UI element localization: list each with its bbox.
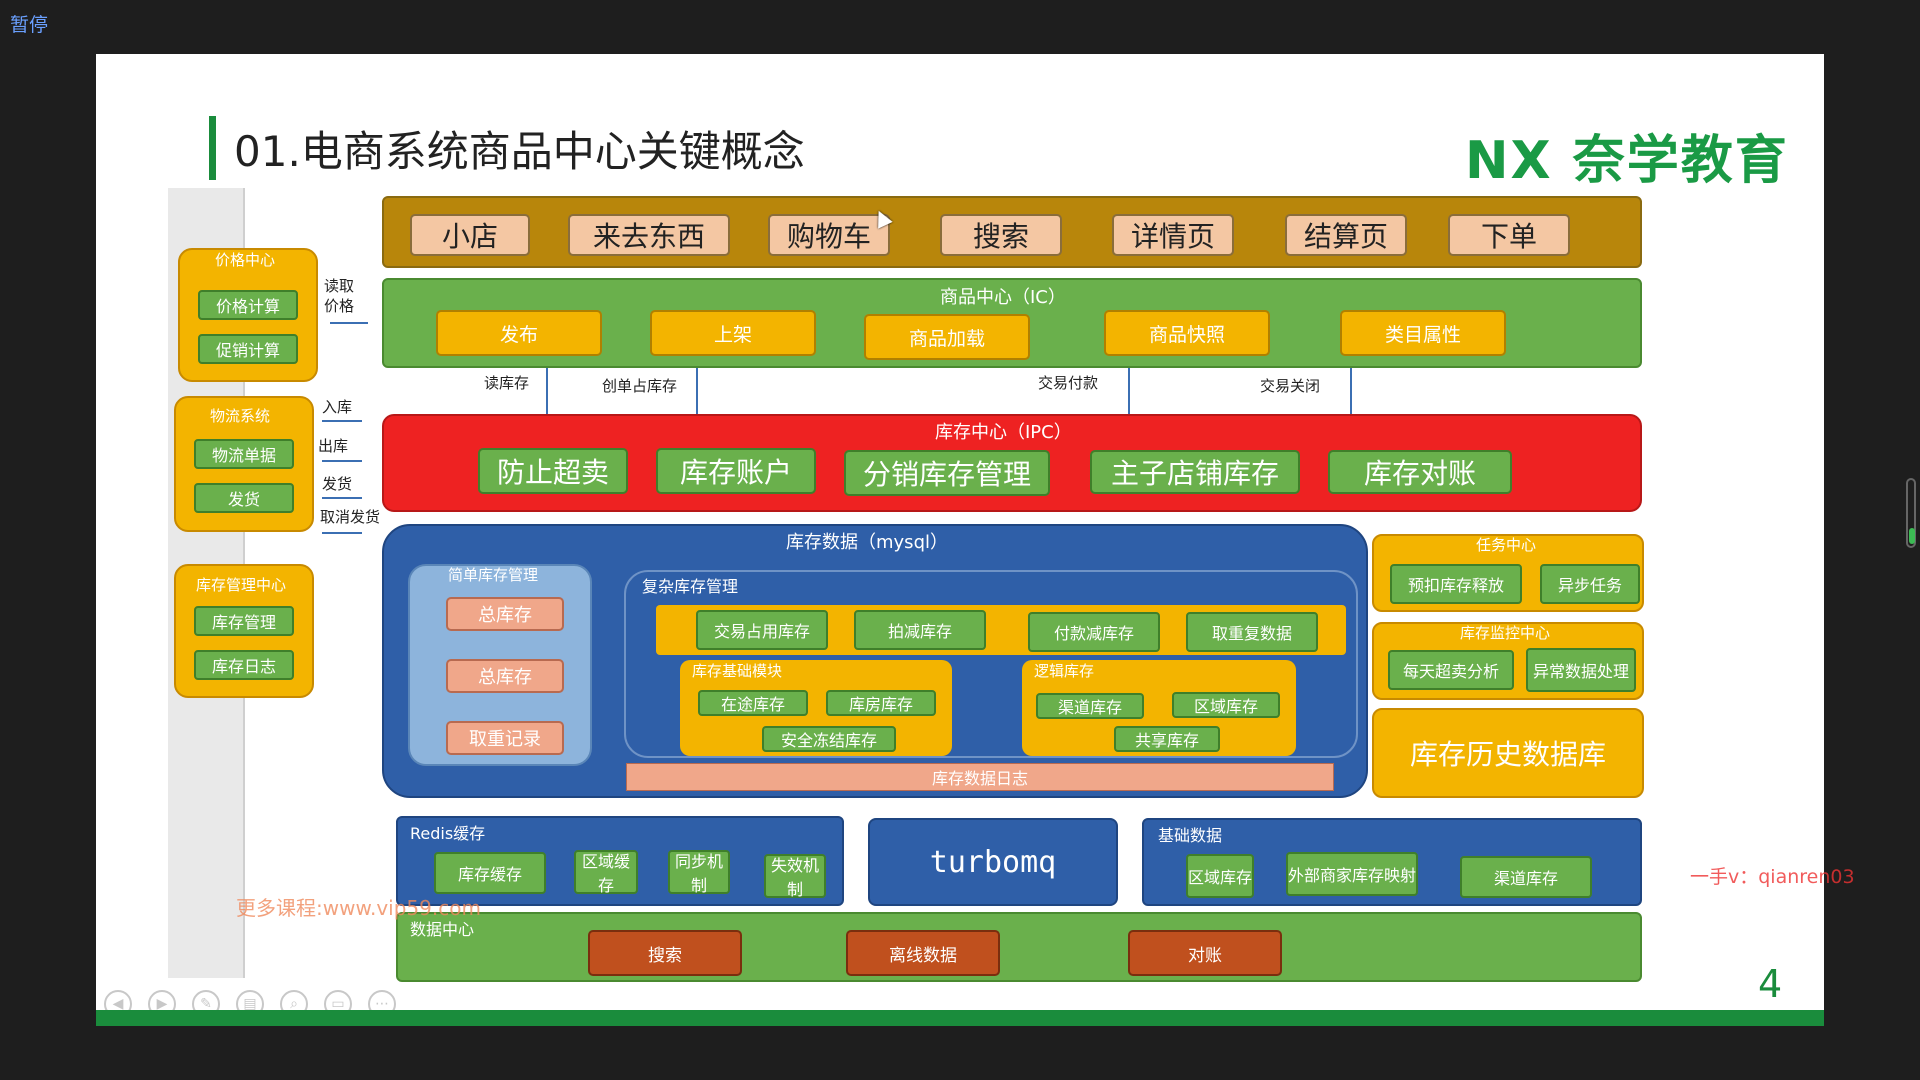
data-center-panel bbox=[396, 912, 1642, 982]
redis-region-cache[interactable]: 区域缓存 bbox=[574, 850, 638, 895]
scroll-thumb[interactable] bbox=[1909, 528, 1915, 544]
ipc-title: 库存中心（IPC） bbox=[935, 422, 1072, 443]
monitor-center-title: 库存监控中心 bbox=[1460, 624, 1551, 642]
stock-log-button[interactable]: 库存日志 bbox=[194, 650, 294, 680]
promo-calc-button[interactable]: 促销计算 bbox=[198, 334, 298, 364]
ipc-item-stores[interactable]: 主子店铺库存 bbox=[1090, 450, 1300, 494]
status-text: 暂停 bbox=[10, 14, 49, 36]
arrow-close bbox=[1350, 368, 1352, 414]
price-center-title: 价格中心 bbox=[215, 251, 276, 269]
region-stock[interactable]: 区域库存 bbox=[1172, 692, 1280, 718]
watermark-right: 一手v：qianren03 bbox=[1690, 866, 1855, 888]
ipc-item-distribution[interactable]: 分销库存管理 bbox=[844, 450, 1050, 496]
async-task-button[interactable]: 异步任务 bbox=[1540, 564, 1640, 604]
ipc-item-reconcile[interactable]: 库存对账 bbox=[1328, 450, 1512, 494]
history-db[interactable]: 库存历史数据库 bbox=[1372, 708, 1644, 798]
price-calc-button[interactable]: 价格计算 bbox=[198, 290, 298, 320]
abnormal-data-button[interactable]: 异常数据处理 bbox=[1526, 648, 1636, 692]
basic-data-title: 基础数据 bbox=[1158, 826, 1223, 845]
page-number: 4 bbox=[1758, 962, 1783, 1006]
price-arrow bbox=[330, 322, 368, 324]
redis-stock-cache[interactable]: 库存缓存 bbox=[434, 852, 546, 894]
frontend-item-search[interactable]: 搜索 bbox=[940, 214, 1062, 256]
redis-title: Redis缓存 bbox=[410, 824, 486, 843]
base-module-title: 库存基础模块 bbox=[692, 662, 783, 680]
data-center-title: 数据中心 bbox=[410, 920, 475, 939]
logistics-arrow-out bbox=[322, 460, 362, 462]
frontend-item-order[interactable]: 下单 bbox=[1448, 214, 1570, 256]
frontend-item-detail[interactable]: 详情页 bbox=[1112, 214, 1234, 256]
ic-item-load[interactable]: 商品加载 bbox=[864, 314, 1030, 360]
shared-stock[interactable]: 共享库存 bbox=[1114, 726, 1220, 752]
ic-title: 商品中心（IC） bbox=[940, 287, 1066, 308]
simple-dedupe-record[interactable]: 取重记录 bbox=[446, 721, 564, 755]
data-center-offline[interactable]: 离线数据 bbox=[846, 930, 1000, 976]
basic-external-mapping[interactable]: 外部商家库存映射 bbox=[1286, 852, 1418, 896]
arrow-create-order bbox=[696, 368, 698, 414]
complex-stock-title: 复杂库存管理 bbox=[642, 577, 739, 596]
redis-sync[interactable]: 同步机制 bbox=[668, 850, 730, 895]
logistics-arrow-label-ship: 发货 bbox=[322, 475, 353, 493]
bid-reduce-button[interactable]: 拍减库存 bbox=[854, 610, 986, 650]
prehold-release-button[interactable]: 预扣库存释放 bbox=[1390, 564, 1522, 604]
logistics-arrow-ship bbox=[322, 497, 362, 499]
frontend-item-checkout[interactable]: 结算页 bbox=[1285, 214, 1407, 256]
slide-footer-bar bbox=[96, 1010, 1824, 1026]
stock-mgmt-button[interactable]: 库存管理 bbox=[194, 606, 294, 636]
data-center-reconcile[interactable]: 对账 bbox=[1128, 930, 1282, 976]
ic-item-publish[interactable]: 发布 bbox=[436, 310, 602, 356]
task-center-title: 任务中心 bbox=[1476, 536, 1537, 554]
simple-total-stock-1[interactable]: 总库存 bbox=[446, 597, 564, 631]
price-arrow-label: 读取价格 bbox=[324, 277, 355, 315]
brand-logo: NX 奈学教育 bbox=[1465, 131, 1789, 191]
logistics-ship-button[interactable]: 发货 bbox=[194, 483, 294, 513]
ic-item-listing[interactable]: 上架 bbox=[650, 310, 816, 356]
stock-mgmt-title: 库存管理中心 bbox=[196, 576, 287, 594]
ipc-item-oversell[interactable]: 防止超卖 bbox=[478, 448, 628, 494]
arrow-label-create-order: 创单占库存 bbox=[602, 377, 678, 395]
frontend-item-xiaodian[interactable]: 小店 bbox=[410, 214, 530, 256]
logistics-arrow-in bbox=[322, 420, 362, 422]
title-accent-bar bbox=[209, 116, 216, 180]
frontend-item-cart[interactable]: 购物车 bbox=[768, 214, 890, 256]
oversell-analysis-button[interactable]: 每天超卖分析 bbox=[1388, 650, 1514, 690]
in-transit-stock[interactable]: 在途库存 bbox=[698, 690, 808, 716]
complex-stock-panel bbox=[624, 570, 1358, 758]
watermark-left: 更多课程:www.vip59.com bbox=[236, 896, 481, 920]
page-title: 01.电商系统商品中心关键概念 bbox=[234, 127, 805, 176]
frontend-item-laiqu[interactable]: 来去东西 bbox=[568, 214, 730, 256]
turbomq-box[interactable]: turbomq bbox=[868, 818, 1118, 906]
basic-region-stock[interactable]: 区域库存 bbox=[1186, 854, 1254, 898]
ic-item-snapshot[interactable]: 商品快照 bbox=[1104, 310, 1270, 356]
logistics-title: 物流系统 bbox=[210, 407, 271, 425]
logistics-doc-button[interactable]: 物流单据 bbox=[194, 439, 294, 469]
basic-channel-stock[interactable]: 渠道库存 bbox=[1460, 856, 1592, 898]
data-center-search[interactable]: 搜索 bbox=[588, 930, 742, 976]
warehouse-stock[interactable]: 库房库存 bbox=[826, 690, 936, 716]
ipc-item-account[interactable]: 库存账户 bbox=[656, 448, 816, 494]
arrow-label-read-stock: 读库存 bbox=[484, 374, 530, 392]
trade-occupy-button[interactable]: 交易占用库存 bbox=[696, 610, 828, 650]
arrow-label-payment: 交易付款 bbox=[1038, 374, 1099, 392]
arrow-label-close: 交易关闭 bbox=[1260, 377, 1321, 395]
redis-expire[interactable]: 失效机制 bbox=[764, 854, 826, 899]
simple-stock-title: 简单库存管理 bbox=[448, 566, 539, 584]
scroll-indicator[interactable] bbox=[1906, 478, 1916, 548]
turbomq-label: turbomq bbox=[929, 844, 1057, 880]
logistics-arrow-label-in: 入库 bbox=[322, 398, 353, 416]
stock-data-log[interactable]: 库存数据日志 bbox=[626, 763, 1334, 791]
logistics-arrow-label-out: 出库 bbox=[318, 437, 349, 455]
pay-reduce-button[interactable]: 付款减库存 bbox=[1028, 612, 1160, 652]
arrow-payment bbox=[1128, 368, 1130, 414]
simple-total-stock-2[interactable]: 总库存 bbox=[446, 659, 564, 693]
logic-stock-title: 逻辑库存 bbox=[1034, 662, 1095, 680]
dedupe-data-button[interactable]: 取重复数据 bbox=[1186, 612, 1318, 652]
logistics-arrow-cancel bbox=[322, 532, 362, 534]
channel-stock[interactable]: 渠道库存 bbox=[1036, 693, 1144, 719]
arrow-read-stock bbox=[546, 368, 548, 414]
logistics-arrow-label-cancel: 取消发货 bbox=[320, 508, 381, 526]
ic-item-category[interactable]: 类目属性 bbox=[1340, 310, 1506, 356]
safety-frozen-stock[interactable]: 安全冻结库存 bbox=[762, 726, 896, 752]
stock-data-title: 库存数据（mysql） bbox=[786, 532, 948, 553]
